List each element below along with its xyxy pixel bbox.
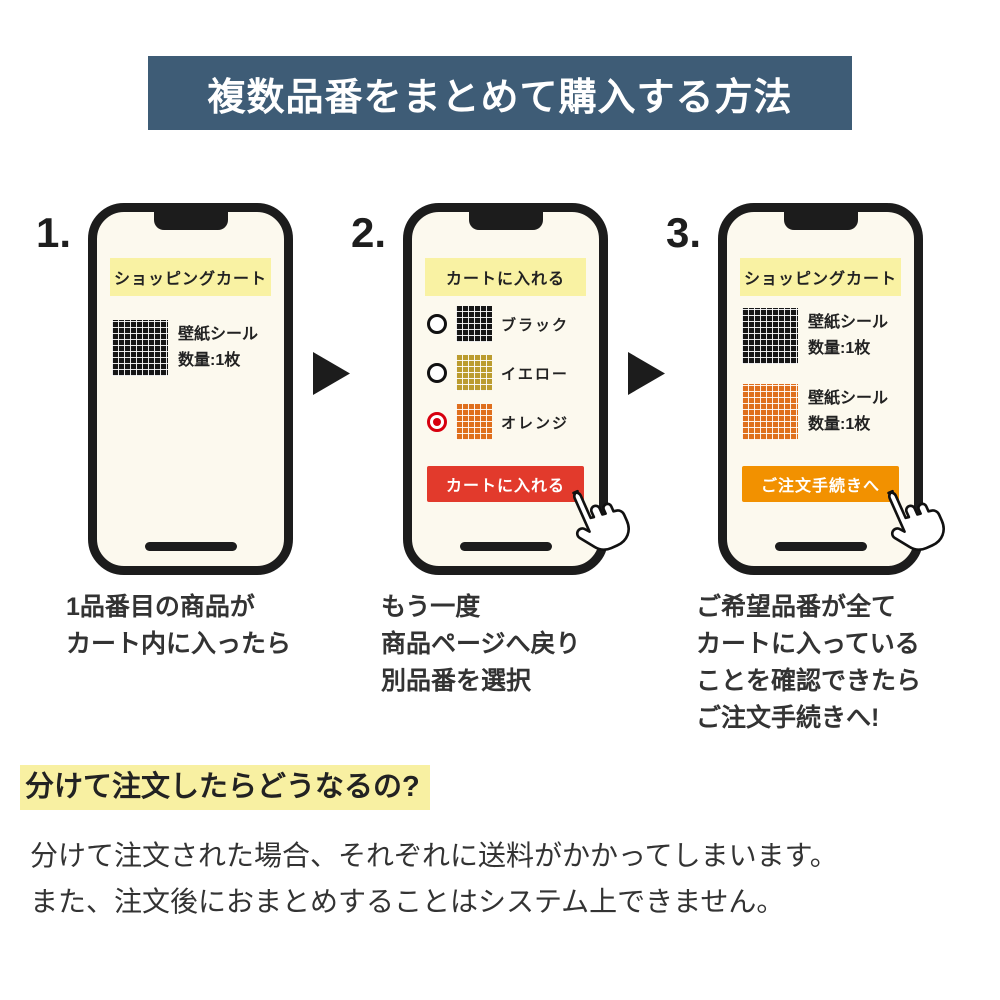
cart-banner: ショッピングカート [110,258,271,296]
add-to-cart-button[interactable]: カートに入れる [427,466,584,502]
option-yellow[interactable]: イエロー [427,355,569,391]
cart-banner: ショッピングカート [740,258,901,296]
step-3-caption: ご希望品番が全て カートに入っている ことを確認できたら ご注文手続きへ! [696,589,921,737]
color-option-list: ブラック イエロー オレンジ [427,306,569,440]
footer-body-text: 分けて注文された場合、それぞれに送料がかかってしまいます。 また、注文後におまと… [30,833,838,925]
phone-mockup-2: カートに入れる ブラック イエロー オレンジ カートに入れる [403,203,630,575]
caption-line: 1品番目の商品が [66,593,255,621]
step-2-caption: もう一度 商品ページへ戻り 別品番を選択 [381,589,581,700]
caption-line: ご注文手続きへ! [696,704,880,732]
radio-unselected-icon[interactable] [427,314,447,334]
home-indicator [774,542,867,551]
caption-line: もう一度 [381,593,481,621]
caption-line: 商品ページへ戻り [381,630,581,658]
cursor-hand-icon [572,489,630,551]
product-swatch-yellow-icon [456,355,492,391]
step-1-caption: 1品番目の商品が カート内に入ったら [66,589,291,663]
highlighted-heading-text: 分けて注文したらどうなるの? [20,765,430,810]
add-to-cart-banner: カートに入れる [425,258,586,296]
caption-line: 別品番を選択 [381,667,532,695]
product-swatch-black-icon [742,308,798,364]
home-indicator [459,542,552,551]
item-name: 壁紙シール [808,314,889,331]
item-name: 壁紙シール [178,326,259,343]
item-qty: 数量:1枚 [808,416,871,433]
radio-unselected-icon[interactable] [427,363,447,383]
phone-notch [153,212,228,230]
cursor-hand-icon [887,489,945,551]
caption-line: カートに入っている [696,630,920,658]
step-2: 2. カートに入れる ブラック イエロー オレンジ [351,203,631,763]
cart-item-row: 壁紙シール 数量:1枚 [112,320,258,376]
step-3-number: 3. [666,209,702,256]
cart-item-text: 壁紙シール 数量:1枚 [178,322,258,374]
item-qty: 数量:1枚 [808,340,871,357]
footer-question-heading: 分けて注文したらどうなるの? [20,763,430,810]
home-indicator [144,542,237,551]
arrow-right-icon [628,352,665,395]
phone-notch [468,212,543,230]
phone-mockup-3: ショッピングカート 壁紙シール 数量:1枚 壁紙シール 数量:1枚 ご注文手続き… [718,203,945,575]
body-line: 分けて注文された場合、それぞれに送料がかかってしまいます。 [30,840,838,871]
step-1-number: 1. [36,209,72,256]
product-swatch-black-icon [112,320,168,376]
body-line: また、注文後におまとめすることはシステム上できません。 [30,886,785,917]
caption-line: カート内に入ったら [66,630,292,658]
option-label: イエロー [501,365,569,383]
item-name: 壁紙シール [808,390,889,407]
product-swatch-orange-icon [456,404,492,440]
cart-item-row: 壁紙シール 数量:1枚 [742,384,888,440]
page-title: 複数品番をまとめて購入する方法 [207,76,793,119]
cart-item-text: 壁紙シール 数量:1枚 [808,310,888,362]
caption-line: ことを確認できたら [696,667,922,695]
phone-mockup-1: ショッピングカート 壁紙シール 数量:1枚 [88,203,293,575]
option-label: ブラック [501,316,570,334]
step-2-number: 2. [351,209,387,256]
option-orange[interactable]: オレンジ [427,404,569,440]
checkout-button[interactable]: ご注文手続きへ [742,466,899,502]
arrow-right-icon [313,352,350,395]
option-label: オレンジ [501,414,570,432]
product-swatch-orange-icon [742,384,798,440]
step-1: 1. ショッピングカート 壁紙シール 数量:1枚 1品番目の商品が カート内に入… [36,203,316,763]
product-swatch-black-icon [456,306,492,342]
caption-line: ご希望品番が全て [696,593,897,621]
phone-notch [783,212,858,230]
radio-selected-icon[interactable] [427,412,447,432]
cart-item-row: 壁紙シール 数量:1枚 [742,308,888,364]
page-title-banner: 複数品番をまとめて購入する方法 [148,56,852,130]
step-3: 3. ショッピングカート 壁紙シール 数量:1枚 壁紙シール 数量:1枚 ご注文… [666,203,946,763]
cart-item-text: 壁紙シール 数量:1枚 [808,386,888,438]
item-qty: 数量:1枚 [178,352,241,369]
option-black[interactable]: ブラック [427,306,569,342]
